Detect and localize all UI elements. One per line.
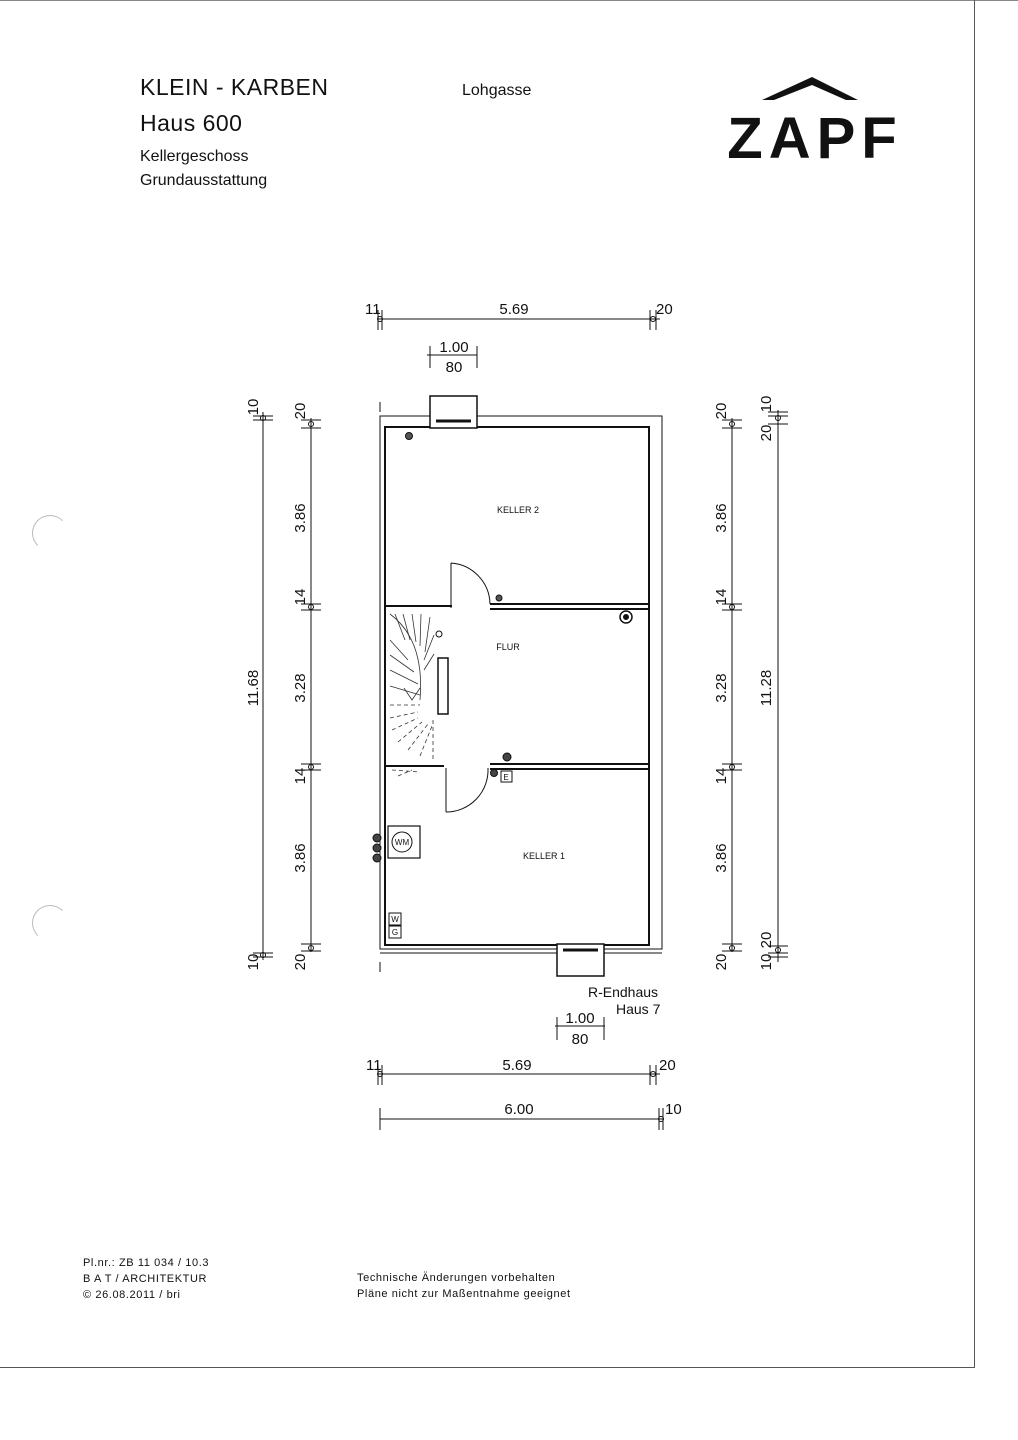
room-label-keller2: KELLER 2 xyxy=(497,505,539,515)
dim-right-inner-top: 20 xyxy=(713,403,730,420)
dim-bottom-total-right: 10 xyxy=(665,1101,682,1118)
dim-bottom-window: 1.00 xyxy=(565,1010,594,1027)
e-box-icon xyxy=(500,770,513,783)
dim-inner-wall-1: 14 xyxy=(292,589,309,606)
punch-hole-lower xyxy=(32,905,68,941)
dim-right-bottom-wall: 10 xyxy=(758,954,775,971)
window-top xyxy=(429,395,478,429)
w-box xyxy=(388,912,402,926)
logo-text: ZAPF xyxy=(727,106,902,171)
window-bottom xyxy=(556,943,605,977)
g-label: G xyxy=(392,928,398,937)
dim-inner-top: 20 xyxy=(292,403,309,420)
page-top-edge xyxy=(0,0,1018,1)
equipment-label: Grundausstattung xyxy=(140,172,268,189)
dim-right-keller2: 3.86 xyxy=(713,503,730,532)
dim-bottom-wall-right: 20 xyxy=(659,1057,676,1074)
dim-inner-keller2: 3.86 xyxy=(292,503,309,532)
dim-top-wall-right: 20 xyxy=(656,301,673,318)
dim-bottom-wall-left: 11 xyxy=(366,1057,382,1074)
disclaimer-line1: Technische Änderungen vorbehalten xyxy=(357,1272,556,1284)
page-frame xyxy=(0,0,975,1368)
dim-right-top-wall: 10 xyxy=(758,396,775,413)
dim-top-wall-left: 11 xyxy=(365,301,381,318)
dim-right-inner-bottom: 20 xyxy=(713,954,730,971)
dim-bottom-inner: 5.69 xyxy=(502,1057,531,1074)
dim-right-wall-1: 14 xyxy=(713,589,730,606)
zapf-logo: ZAPF xyxy=(727,77,902,171)
socket-icon xyxy=(372,833,382,843)
switch-icon xyxy=(435,630,443,638)
room-label-flur: FLUR xyxy=(496,642,520,652)
door-keller1 xyxy=(445,767,489,813)
dim-right-top-20: 20 xyxy=(758,425,775,442)
outer-walls xyxy=(379,415,663,954)
staircase xyxy=(389,613,435,777)
washing-machine-box xyxy=(387,825,421,859)
room-label-keller1: KELLER 1 xyxy=(523,851,565,861)
washing-machine-icon xyxy=(391,831,413,853)
dim-inner-keller1: 3.86 xyxy=(292,843,309,872)
drain-center-icon xyxy=(623,614,629,620)
punch-hole-upper xyxy=(32,515,68,551)
house-label-line2: Haus 7 xyxy=(616,1001,661,1017)
floor-label: Kellergeschoss xyxy=(140,148,249,165)
sensor-icon xyxy=(405,432,413,440)
dim-right-total: 11.28 xyxy=(758,670,775,706)
door-keller2 xyxy=(450,562,491,608)
project-title: KLEIN - KARBEN xyxy=(140,74,329,100)
date-label: © 26.08.2011 / bri xyxy=(83,1289,181,1301)
dim-top-window-sub: 80 xyxy=(446,359,463,376)
dim-right-flur: 3.28 xyxy=(713,673,730,702)
plan-number: Pl.nr.: ZB 11 034 / 10.3 xyxy=(83,1257,210,1269)
dim-bottom-total: 6.00 xyxy=(504,1101,533,1118)
dim-top-window: 1.00 xyxy=(439,339,468,356)
dim-top-inner: 5.69 xyxy=(499,301,528,318)
dim-right-bottom-20: 20 xyxy=(758,932,775,949)
dimension-lines xyxy=(253,310,788,1130)
dim-inner-bottom: 20 xyxy=(292,954,309,971)
socket-icon xyxy=(372,843,382,853)
dim-left-total: 11.68 xyxy=(245,670,262,706)
socket-icon xyxy=(490,769,498,777)
dim-left-bottom-wall: 10 xyxy=(245,954,262,971)
dim-right-keller1: 3.86 xyxy=(713,843,730,872)
fixtures xyxy=(372,432,633,939)
sensor-icon xyxy=(502,752,512,762)
sensor-icon xyxy=(495,594,503,602)
dim-right-wall-2: 14 xyxy=(713,768,730,785)
drain-icon xyxy=(619,610,633,624)
e-label: E xyxy=(503,773,508,782)
w-label: W xyxy=(391,915,399,924)
dim-inner-flur: 3.28 xyxy=(292,673,309,702)
street-label: Lohgasse xyxy=(462,82,532,99)
interior-walls xyxy=(385,603,649,770)
washing-machine-label: WM xyxy=(395,838,410,847)
house-label-line1: R-Endhaus xyxy=(588,984,658,1000)
office-label: B A T / ARCHITEKTUR xyxy=(83,1273,208,1285)
g-box xyxy=(388,925,402,939)
dim-bottom-window-sub: 80 xyxy=(572,1031,589,1048)
socket-icon xyxy=(372,853,382,863)
disclaimer-line2: Pläne nicht zur Maßentnahme geeignet xyxy=(357,1288,571,1300)
dim-inner-wall-2: 14 xyxy=(292,768,309,785)
house-title: Haus 600 xyxy=(140,110,243,136)
dim-left-top-wall: 10 xyxy=(245,399,262,416)
